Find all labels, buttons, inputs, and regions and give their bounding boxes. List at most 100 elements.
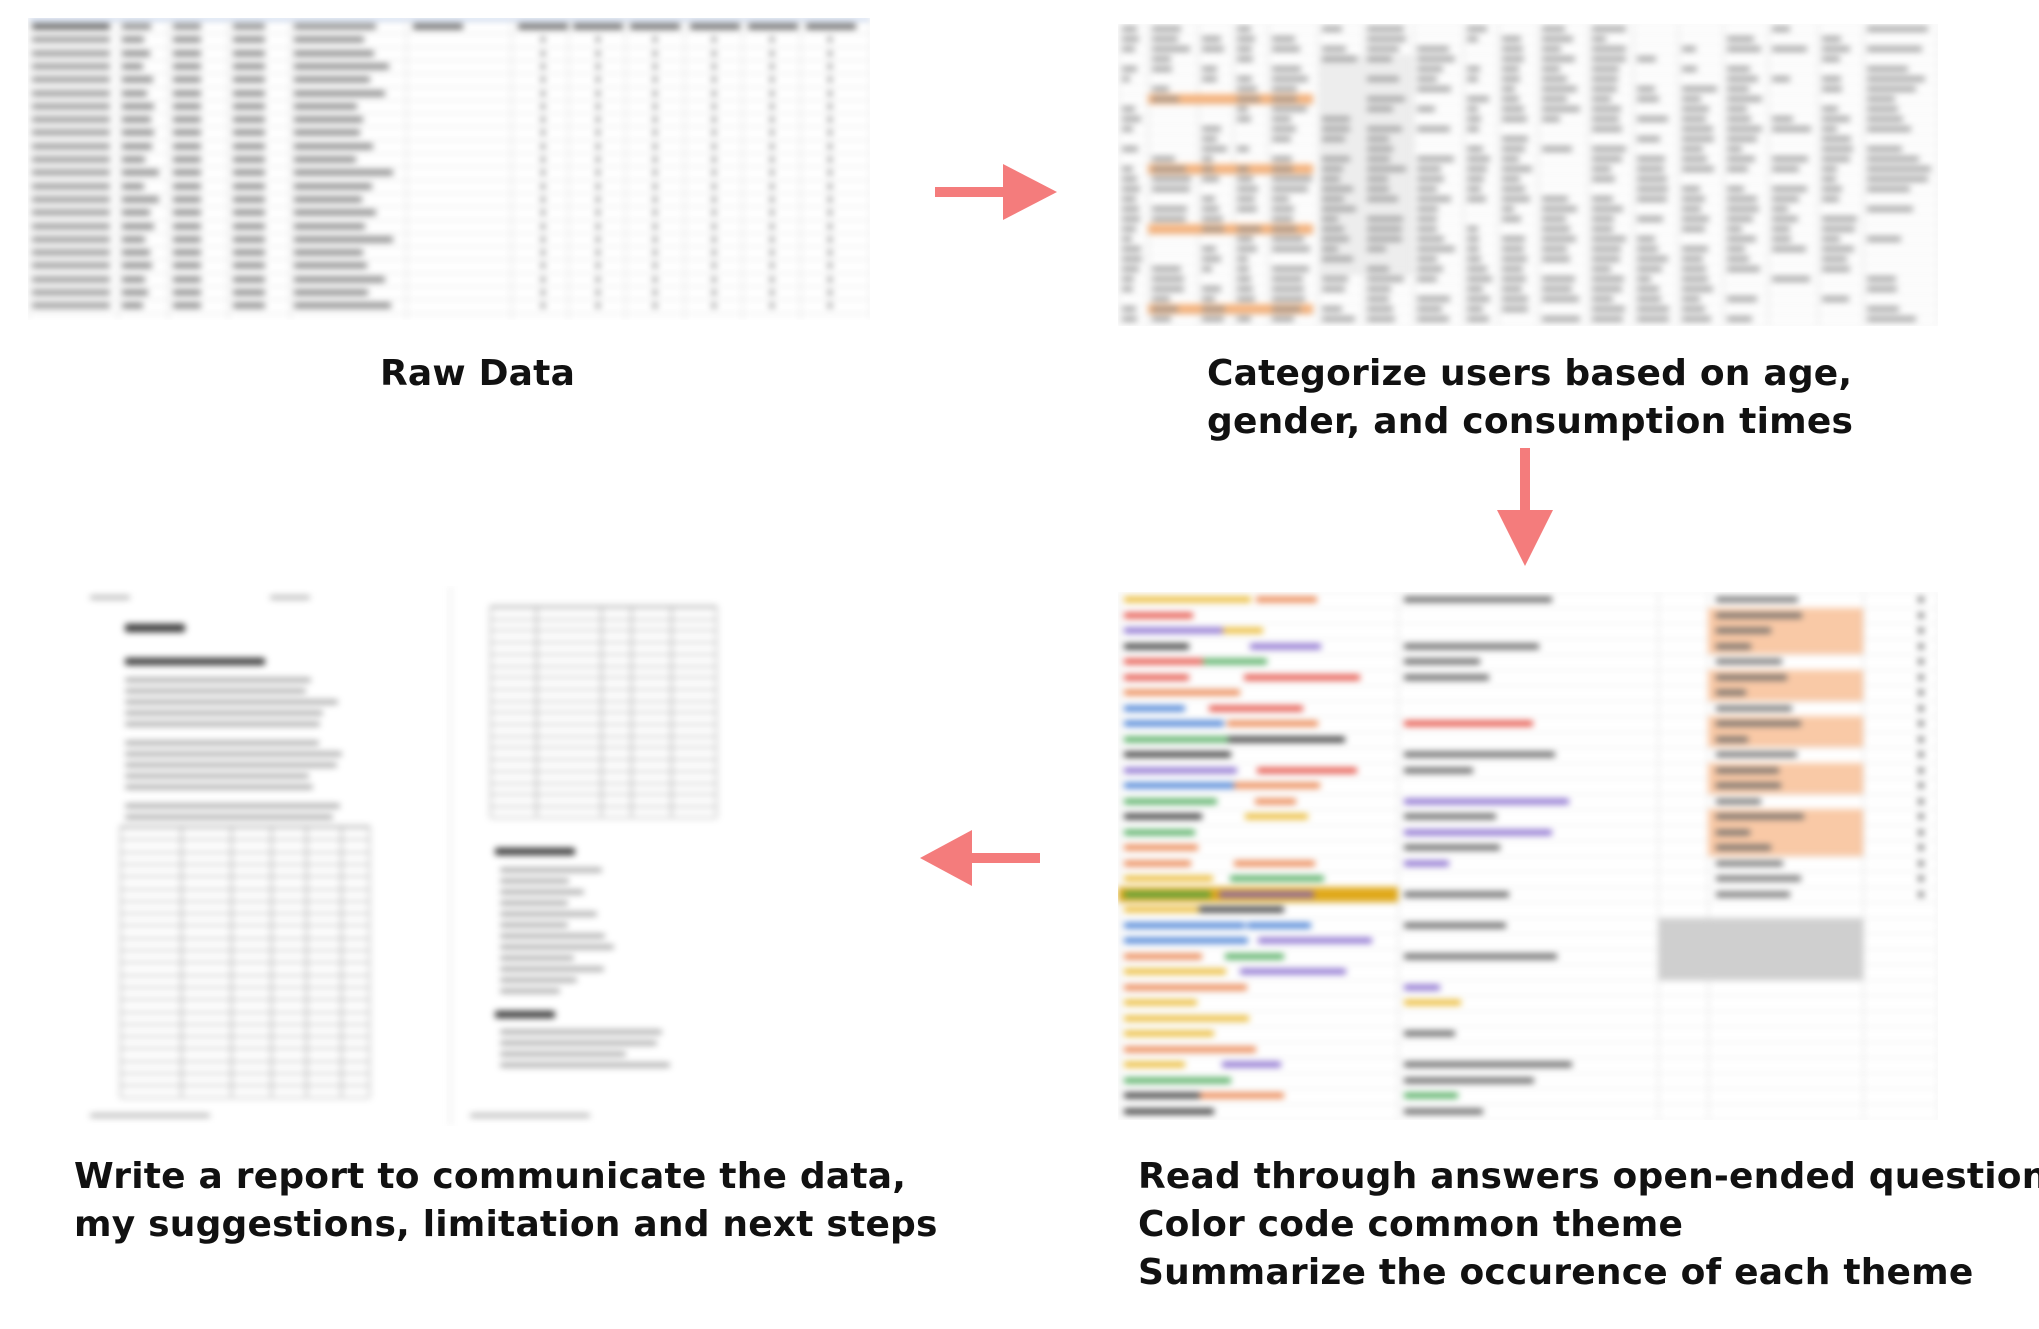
thumbnail-texture: [1867, 167, 1931, 171]
thumbnail-texture: [1467, 107, 1479, 111]
thumbnail-texture: [806, 24, 856, 29]
thumbnail-texture: [1118, 1072, 1938, 1074]
thumbnail-texture: [1202, 157, 1214, 161]
thumbnail-texture: [173, 223, 201, 229]
thumbnail-texture: [1118, 1088, 1938, 1089]
thumbnail-texture: [28, 153, 870, 154]
thumbnail-texture: [1122, 257, 1142, 261]
thumbnail-texture: [233, 130, 265, 136]
thumbnail-texture: [1592, 227, 1614, 231]
thumbnail-texture: [1918, 690, 1924, 695]
thumbnail-texture: [1257, 938, 1373, 943]
thumbnail-texture: [1246, 922, 1312, 928]
thumbnail-texture: [770, 236, 774, 242]
thumbnail-texture: [1367, 47, 1400, 51]
thumbnail-texture: [653, 236, 657, 242]
thumbnail-texture: [173, 157, 201, 162]
thumbnail-texture: [1367, 77, 1400, 81]
thumbnail-texture: [32, 50, 110, 56]
thumbnail-texture: [121, 1085, 369, 1087]
thumbnail-texture: [1367, 237, 1402, 241]
thumbnail-texture: [121, 827, 369, 828]
thumbnail-texture: [541, 50, 545, 56]
thumbnail-texture: [1592, 57, 1627, 61]
thumbnail-texture: [1404, 674, 1490, 680]
thumbnail-texture: [596, 183, 600, 189]
thumbnail-texture: [270, 596, 310, 599]
thumbnail-texture: [1152, 267, 1181, 271]
thumbnail-texture: [1122, 37, 1140, 41]
thumbnail-texture: [541, 63, 545, 69]
thumbnail-texture: [1118, 164, 1938, 165]
thumbnail-texture: [1772, 167, 1799, 171]
thumbnail-texture: [712, 90, 716, 96]
thumbnail-texture: [1867, 127, 1912, 131]
thumbnail-texture: [828, 183, 832, 189]
thumbnail-texture: [1322, 307, 1342, 311]
thumbnail-texture: [712, 103, 716, 109]
thumbnail-texture: [1822, 167, 1837, 171]
thumbnail-texture: [32, 196, 110, 202]
thumbnail-texture: [294, 196, 362, 202]
thumbnail-texture: [1404, 984, 1441, 990]
thumbnail-texture: [413, 24, 463, 29]
thumbnail-texture: [32, 157, 110, 162]
thumbnail-texture: [653, 210, 657, 216]
thumbnail-texture: [1118, 917, 1938, 919]
thumbnail-texture: [1822, 127, 1838, 131]
thumbnail-texture: [1467, 97, 1490, 101]
thumbnail-texture: [121, 974, 369, 976]
thumbnail-texture: [1592, 27, 1627, 31]
thumbnail-texture: [1716, 705, 1793, 711]
thumbnail-texture: [541, 77, 545, 83]
thumbnail-texture: [1502, 77, 1520, 81]
thumbnail-texture: [294, 63, 390, 69]
thumbnail-texture: [712, 210, 716, 216]
thumbnail-texture: [742, 18, 743, 320]
thumbnail-texture: [1467, 167, 1487, 171]
thumbnail-texture: [1467, 147, 1484, 151]
thumbnail-texture: [828, 103, 832, 109]
thumbnail-texture: [1202, 267, 1213, 271]
thumbnail-texture: [28, 219, 870, 221]
thumbnail-texture: [712, 130, 716, 136]
thumbnail-texture: [828, 90, 832, 96]
thumbnail-texture: [653, 157, 657, 162]
thumbnail-texture: [770, 303, 774, 309]
thumbnail-texture: [1367, 37, 1407, 41]
thumbnail-texture: [1592, 87, 1617, 91]
thumbnail-texture: [1124, 1000, 1197, 1005]
thumbnail-texture: [1467, 277, 1492, 281]
thumbnail-texture: [1257, 767, 1358, 773]
thumbnail-texture: [32, 63, 110, 69]
thumbnail-texture: [1498, 24, 1499, 326]
thumbnail-texture: [1542, 277, 1575, 281]
thumbnail-texture: [596, 170, 600, 176]
thumbnail-texture: [541, 157, 545, 162]
thumbnail-texture: [1367, 27, 1404, 31]
thumbnail-texture: [653, 50, 657, 56]
thumbnail-texture: [1118, 1010, 1938, 1012]
caption-line: gender, and consumption times: [1207, 401, 1854, 442]
thumbnail-texture: [294, 183, 372, 189]
thumbnail-texture: [125, 624, 185, 632]
thumbnail-texture: [32, 130, 110, 136]
thumbnail-texture: [1404, 1077, 1535, 1083]
thumbnail-texture: [1322, 247, 1338, 251]
thumbnail-texture: [1463, 24, 1464, 326]
thumbnail-texture: [596, 63, 600, 69]
thumbnail-texture: [1118, 94, 1938, 95]
thumbnail-texture: [121, 888, 369, 890]
thumbnail-texture: [1152, 87, 1170, 91]
thumbnail-texture: [122, 50, 150, 56]
thumbnail-texture: [653, 77, 657, 83]
thumbnail-texture: [1637, 57, 1657, 61]
thumbnail-texture: [1237, 187, 1259, 191]
thumbnail-texture: [1272, 237, 1305, 241]
thumbnail-texture: [1124, 829, 1195, 835]
thumbnail-texture: [1118, 1057, 1938, 1058]
thumbnail-texture: [173, 103, 201, 109]
thumbnail-texture: [828, 236, 832, 242]
thumbnail-texture: [1867, 67, 1908, 71]
thumbnail-texture: [1682, 157, 1707, 161]
